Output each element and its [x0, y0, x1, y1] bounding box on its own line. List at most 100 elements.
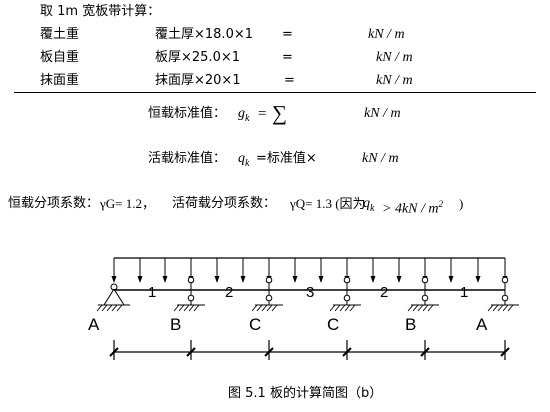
load-eq-1: =	[282, 27, 293, 42]
pin-circle-top	[265, 276, 273, 284]
live-load-unit: kN / m	[362, 151, 399, 166]
dead-load-unit: kN / m	[364, 106, 401, 121]
dimension-tick-slash	[420, 347, 430, 357]
heading: 取 1m 宽板带计算：	[40, 4, 161, 19]
support-hatch	[96, 304, 103, 312]
support-hatch	[502, 304, 509, 312]
support-hatch	[256, 304, 263, 312]
load-arrow-head	[318, 276, 324, 283]
span-label-2: 2	[225, 284, 233, 301]
load-arrow-1	[111, 258, 117, 283]
support-hatch	[271, 304, 278, 312]
support-hatch	[339, 304, 346, 312]
load-arrow-head	[214, 276, 220, 283]
dimension-tick-slash	[342, 347, 352, 357]
load-name-1: 覆土重	[40, 27, 80, 42]
dead-load-symbol: gk	[238, 106, 250, 124]
support-leg	[103, 288, 115, 306]
dimension-tick-slash	[500, 347, 510, 357]
load-arrow-head	[240, 276, 246, 283]
load-name-3: 抹面重	[40, 73, 80, 88]
load-unit-3: kN / m	[376, 73, 413, 88]
dimension-tick-slash	[109, 347, 119, 357]
pin-circle-bottom	[501, 294, 509, 302]
span-label-5: 1	[460, 284, 468, 301]
dimension-tick-2	[186, 340, 196, 360]
support-hatch	[188, 304, 195, 312]
pin-circle	[110, 283, 118, 291]
dimension-ticks	[109, 340, 510, 360]
divider-line	[14, 92, 536, 93]
support-2	[173, 276, 205, 312]
load-arrow-head	[162, 276, 168, 283]
load-unit-1: kN / m	[368, 27, 405, 42]
support-hatch	[417, 304, 424, 312]
span-labels: 1 2 3 2 1	[148, 284, 468, 301]
support-hatch	[101, 304, 108, 312]
factor-cond-symbol: qk	[363, 196, 375, 214]
support-label-2: B	[170, 315, 181, 334]
dead-factor-value: γG= 1.2，	[100, 196, 155, 211]
live-load-label: 活载标准值：	[148, 151, 227, 166]
support-label-1: A	[88, 315, 100, 334]
support-hatch	[492, 304, 499, 312]
support-label-5: B	[405, 315, 416, 334]
factor-close: )	[459, 196, 464, 211]
support-hatch	[193, 304, 200, 312]
support-labels: A B C C B A	[88, 315, 488, 334]
support-label-3: C	[249, 315, 261, 334]
dimension-tick-slash	[186, 347, 196, 357]
support-5	[407, 276, 439, 312]
load-eq-3: =	[284, 73, 295, 88]
dimension-tick-4	[342, 340, 352, 360]
support-4	[329, 276, 361, 312]
load-arrow-14	[448, 258, 454, 283]
dimension-tick-1	[109, 340, 119, 360]
pin-circle-bottom	[265, 294, 273, 302]
load-arrow-head	[448, 276, 454, 283]
dimension-tick-6	[500, 340, 510, 360]
support-hatch	[111, 304, 118, 312]
load-arrow-5	[214, 258, 220, 283]
load-arrow-2	[137, 258, 143, 283]
load-arrow-6	[240, 258, 246, 283]
load-arrow-head	[137, 276, 143, 283]
pin-circle-top	[421, 276, 429, 284]
support-1	[96, 283, 130, 312]
support-hatch	[487, 304, 494, 312]
load-arrows	[111, 258, 508, 283]
pin-circle-top	[501, 276, 509, 284]
support-hatch	[173, 304, 180, 312]
pin-circle-bottom	[421, 294, 429, 302]
support-hatch	[412, 304, 419, 312]
sum-symbol: ∑	[272, 101, 287, 125]
live-factor-value: γQ= 1.3 (因为	[290, 196, 366, 211]
pin-circle-top	[343, 276, 351, 284]
load-arrow-11	[370, 258, 376, 283]
load-name-2: 板自重	[40, 50, 80, 65]
dimension-tick-5	[420, 340, 430, 360]
dead-load-eq: =	[258, 106, 267, 122]
support-hatch	[334, 304, 341, 312]
dimension-tick-slash	[264, 347, 274, 357]
dead-factor-label: 恒载分项系数：	[8, 196, 100, 211]
load-arrow-head	[396, 276, 402, 283]
dead-load-label: 恒载标准值：	[148, 106, 227, 121]
support-hatch	[178, 304, 185, 312]
support-hatch	[183, 304, 190, 312]
figure-caption: 图 5.1 板的计算简图（b）	[228, 386, 383, 401]
support-hatch	[344, 304, 351, 312]
support-hatch	[329, 304, 336, 312]
support-hatch	[251, 304, 258, 312]
load-formula-3: 抹面厚×20×1	[155, 73, 241, 88]
load-arrow-head	[111, 276, 117, 283]
span-label-3: 3	[306, 284, 314, 301]
load-arrow-12	[396, 258, 402, 283]
load-unit-2: kN / m	[376, 50, 413, 65]
live-factor-label: 活荷载分项系数：	[172, 196, 277, 211]
load-formula-1: 覆土厚×18.0×1	[155, 27, 254, 42]
support-label-6: A	[476, 315, 488, 334]
support-hatch	[507, 304, 514, 312]
support-hatch	[497, 304, 504, 312]
load-arrow-9	[318, 258, 324, 283]
